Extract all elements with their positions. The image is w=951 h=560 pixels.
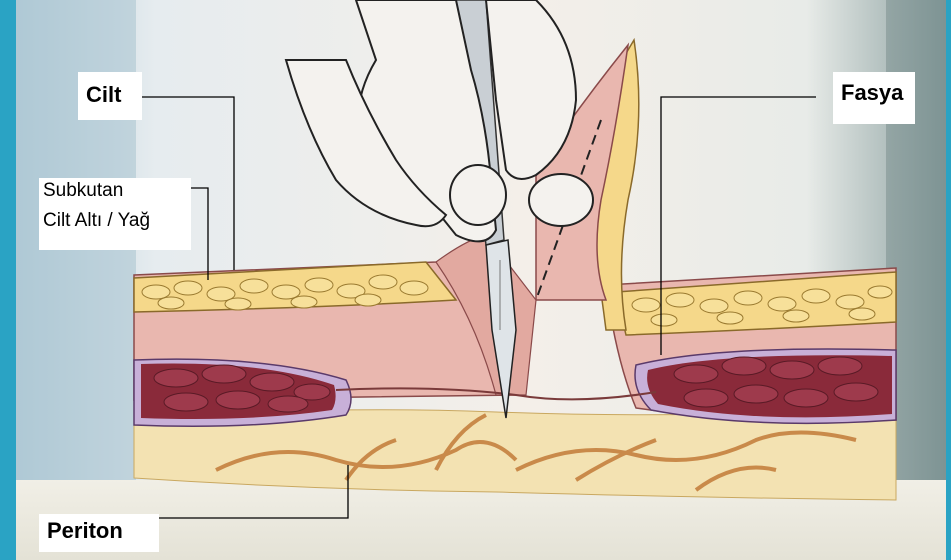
label-periton: Periton: [39, 514, 159, 552]
label-fasya: Fasya: [833, 72, 915, 124]
label-subkutan-line1: Subkutan: [43, 180, 187, 202]
label-cilt: Cilt: [78, 72, 142, 120]
label-subkutan: Subkutan Cilt Altı / Yağ: [39, 178, 191, 250]
label-cilt-text: Cilt: [86, 82, 121, 107]
anatomy-illustration: [16, 0, 946, 560]
label-fasya-text: Fasya: [841, 80, 903, 105]
diagram-canvas: Cilt Subkutan Cilt Altı / Yağ Fasya Peri…: [16, 0, 946, 560]
label-periton-text: Periton: [47, 518, 123, 543]
label-subkutan-line2: Cilt Altı / Yağ: [43, 210, 187, 232]
